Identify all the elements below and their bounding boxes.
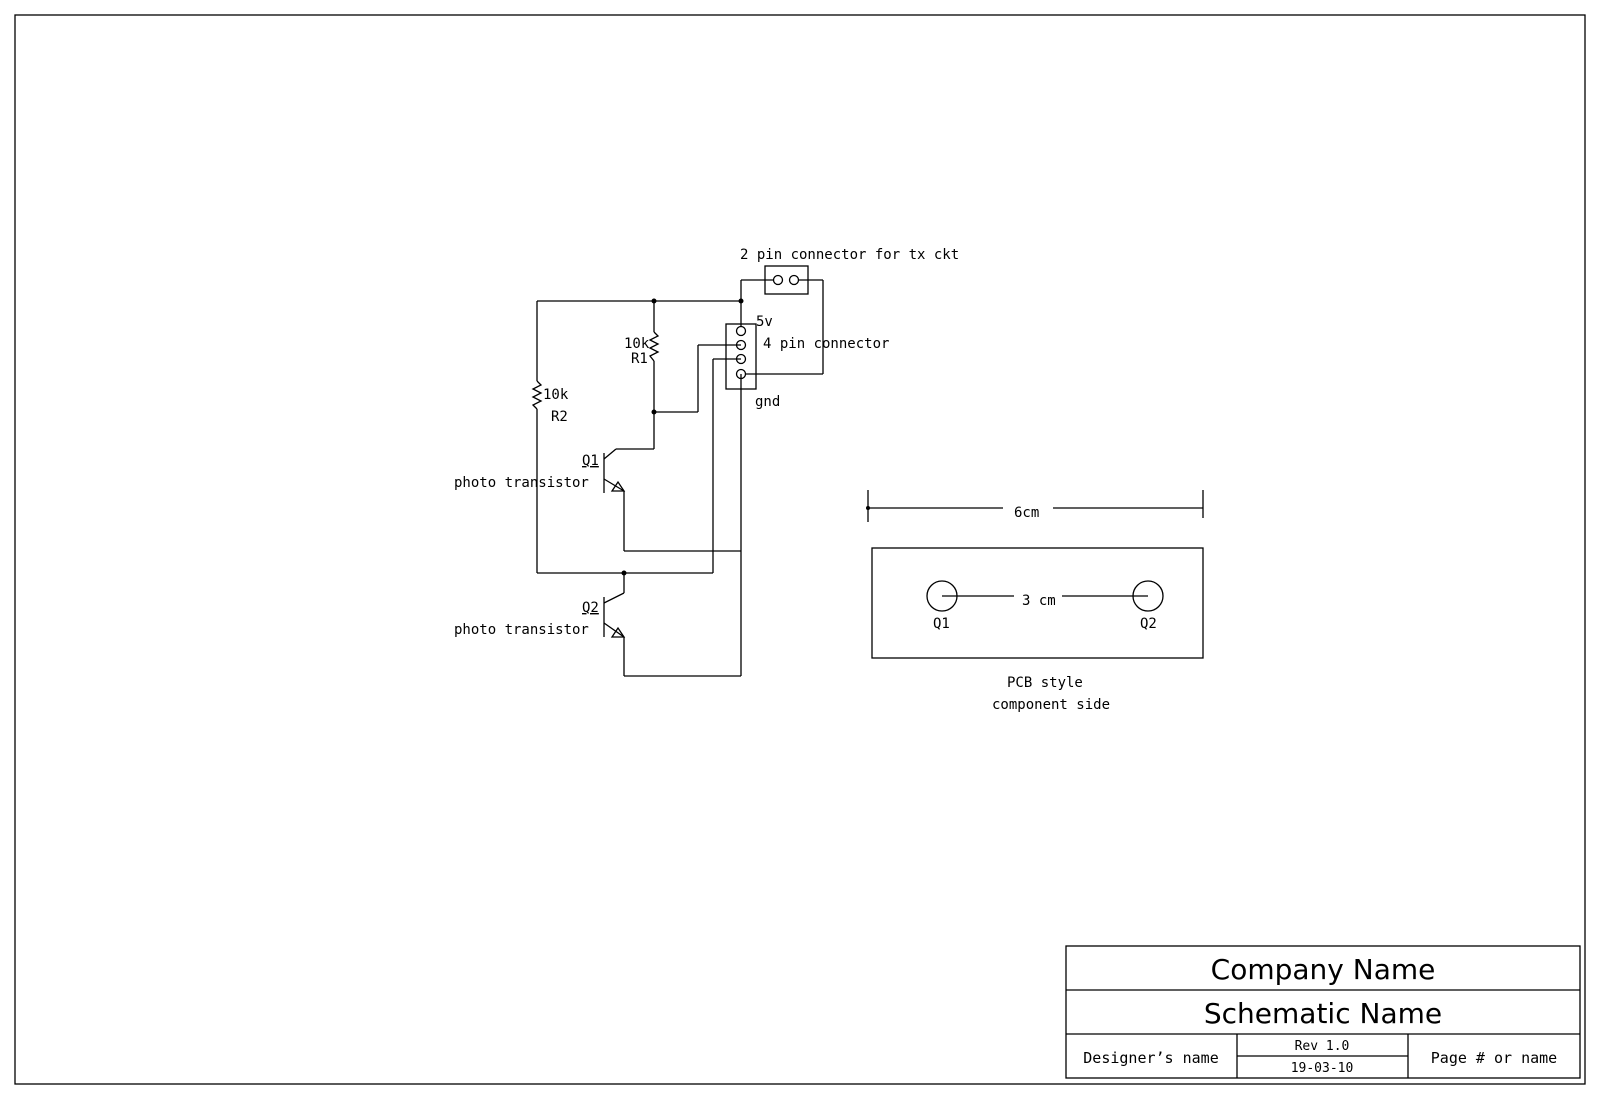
gnd-label: gnd xyxy=(755,394,780,410)
q2-collector-lead xyxy=(603,592,625,604)
pcb-caption-line2: component side xyxy=(992,697,1110,713)
pcb-spacing-label: 3 cm xyxy=(1022,593,1056,609)
pcb-layout: 6cm 3 cm Q1 Q2 PCB style component side xyxy=(866,490,1204,713)
pin4 xyxy=(735,368,747,380)
pcb-board xyxy=(871,547,1204,659)
q1-collector-lead xyxy=(603,448,617,460)
vcc-label: 5v xyxy=(756,314,773,330)
q1-desc: photo transistor xyxy=(454,475,589,491)
company-name: Company Name xyxy=(1211,953,1436,986)
date: 19-03-10 xyxy=(1291,1061,1354,1076)
tx-pin2 xyxy=(788,274,800,286)
r2-resistor xyxy=(531,380,543,410)
pin1 xyxy=(735,325,747,337)
q1-emitter-lead xyxy=(603,478,625,492)
pcb-q1-label: Q1 xyxy=(933,616,950,632)
q2-emitter-lead xyxy=(603,622,625,638)
revision: Rev 1.0 xyxy=(1295,1039,1350,1054)
r1-resistor xyxy=(648,331,660,362)
r1-value: 10k xyxy=(624,336,650,352)
tx-pin1 xyxy=(772,274,784,286)
schematic-name: Schematic Name xyxy=(1204,997,1442,1030)
four-pin-connector-label: 4 pin connector xyxy=(763,336,889,352)
q1-emitter-arrow xyxy=(610,480,626,492)
q2-emitter-arrow xyxy=(610,626,626,638)
pcb-q2-label: Q2 xyxy=(1140,616,1157,632)
r2-ref: R2 xyxy=(551,409,568,425)
q1-ref: Q1 xyxy=(582,453,599,469)
title-block-frame xyxy=(1065,945,1581,1079)
circuit: 2 pin connector for tx ckt 5v 4 pin conn… xyxy=(454,247,959,677)
pcb-dimension-dot xyxy=(866,506,870,510)
pcb-caption-line1: PCB style xyxy=(1007,675,1083,691)
r1-ref: R1 xyxy=(631,351,648,367)
pcb-width-label: 6cm xyxy=(1014,505,1039,521)
tx-connector-label: 2 pin connector for tx ckt xyxy=(740,247,959,263)
pin2 xyxy=(735,339,747,351)
q2-ref: Q2 xyxy=(582,600,599,616)
designer-name: Designer’s name xyxy=(1083,1049,1218,1067)
q2-desc: photo transistor xyxy=(454,622,589,638)
sheet-border xyxy=(14,14,1586,1085)
r2-value: 10k xyxy=(543,387,569,403)
title-block: Company Name Schematic Name Designer’s n… xyxy=(1065,945,1581,1079)
page-name: Page # or name xyxy=(1431,1049,1557,1067)
pin3 xyxy=(735,353,747,365)
